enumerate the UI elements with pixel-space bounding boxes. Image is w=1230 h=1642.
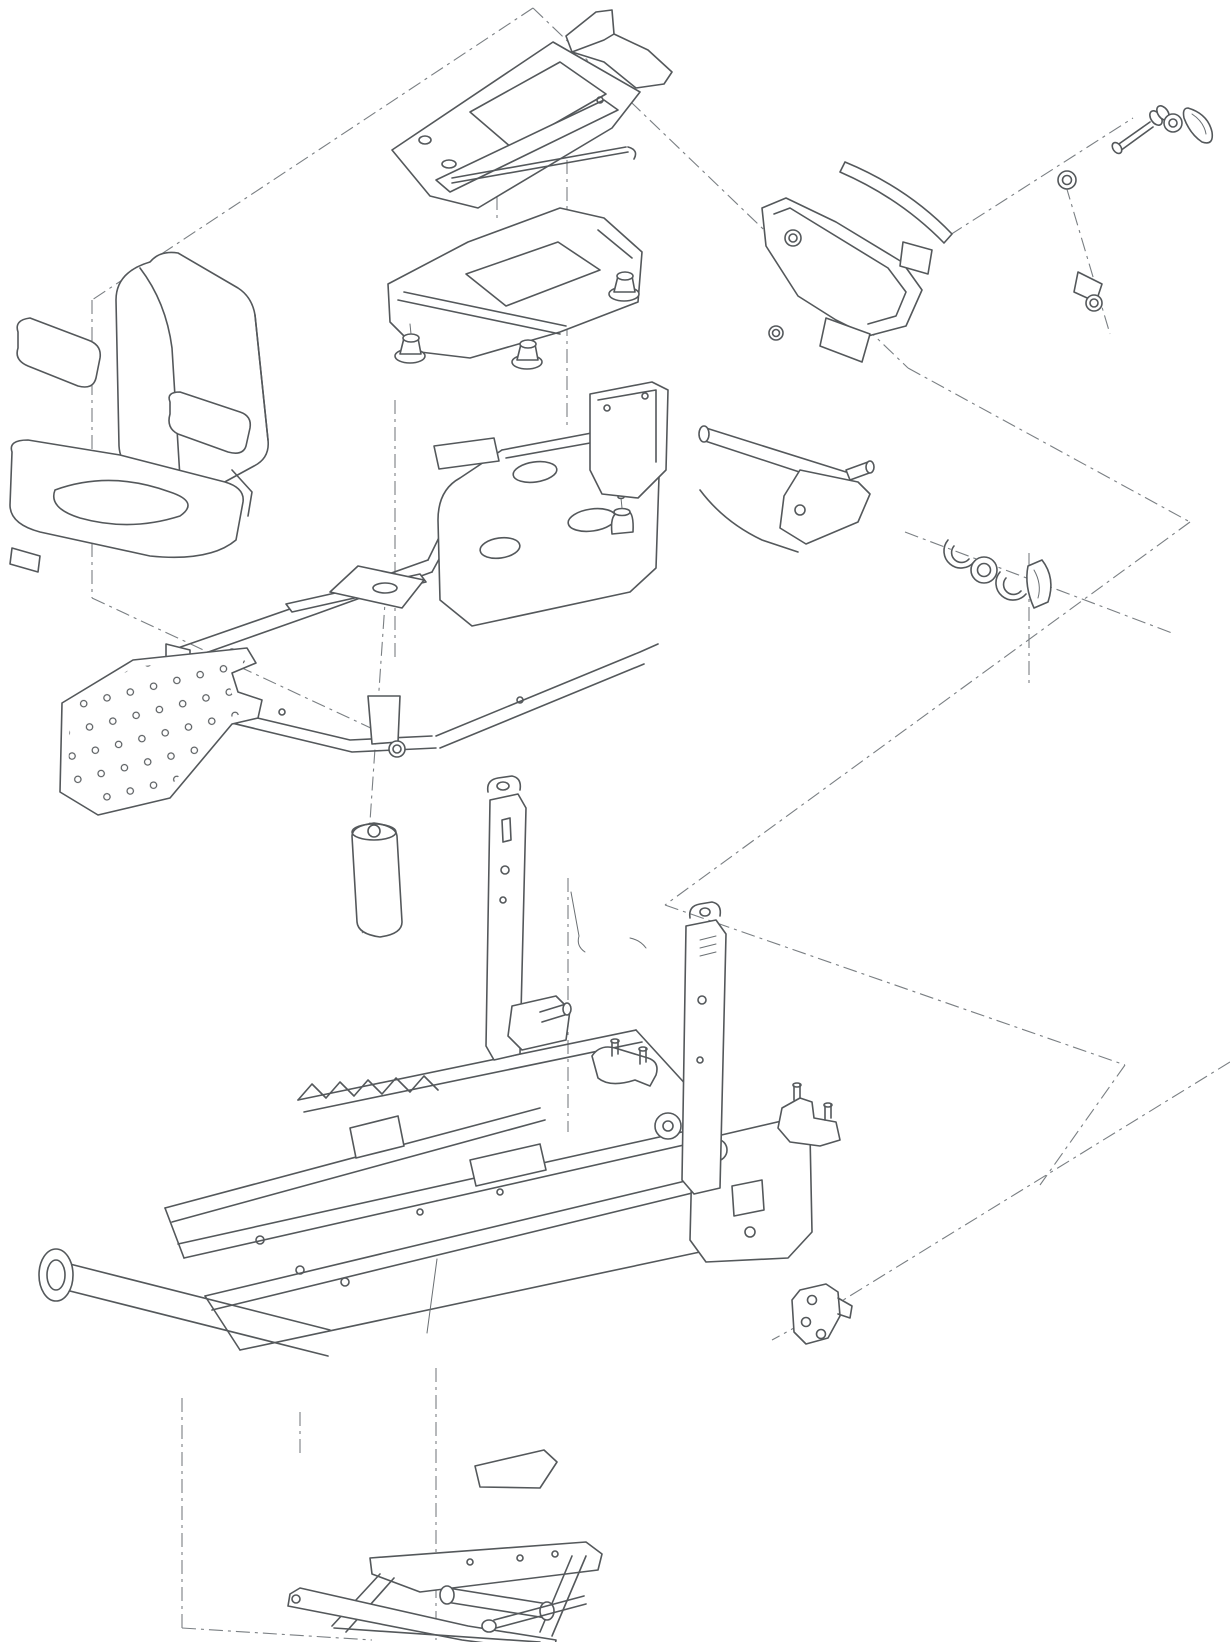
construction-lines xyxy=(91,7,1230,1641)
damper-illustration xyxy=(351,822,403,938)
front-shock-illustration xyxy=(761,161,953,363)
lower-frame-illustration xyxy=(38,775,853,1357)
seat-plate-illustration xyxy=(391,9,673,209)
upper-bracket xyxy=(589,381,669,499)
parts-artwork xyxy=(9,9,1214,1642)
footrest-illustration xyxy=(59,647,263,816)
isolator-mount xyxy=(511,339,543,370)
upright-post-left xyxy=(485,775,572,1061)
rubber-bumper xyxy=(610,494,634,535)
axle-hardware-illustration xyxy=(943,539,1052,609)
bracket-1 xyxy=(791,1283,853,1345)
main-frame-illustration xyxy=(165,381,669,758)
decal-66 xyxy=(433,437,500,470)
isolator-mount xyxy=(394,323,426,364)
upright-post-right xyxy=(681,901,727,1195)
swing-arm-illustration xyxy=(698,425,875,553)
inset-box-parts xyxy=(1111,105,1214,155)
seat-latch-illustration xyxy=(287,1449,603,1642)
spring-hooks xyxy=(570,891,647,953)
isolator-mount xyxy=(608,271,640,302)
bracket-33 xyxy=(777,1082,841,1147)
bracket-71 xyxy=(591,1038,658,1087)
rear-shock-illustration xyxy=(1057,170,1103,312)
decal-63 xyxy=(474,1449,558,1489)
seat-illustration xyxy=(9,251,270,573)
support-plate-illustration xyxy=(387,207,643,370)
